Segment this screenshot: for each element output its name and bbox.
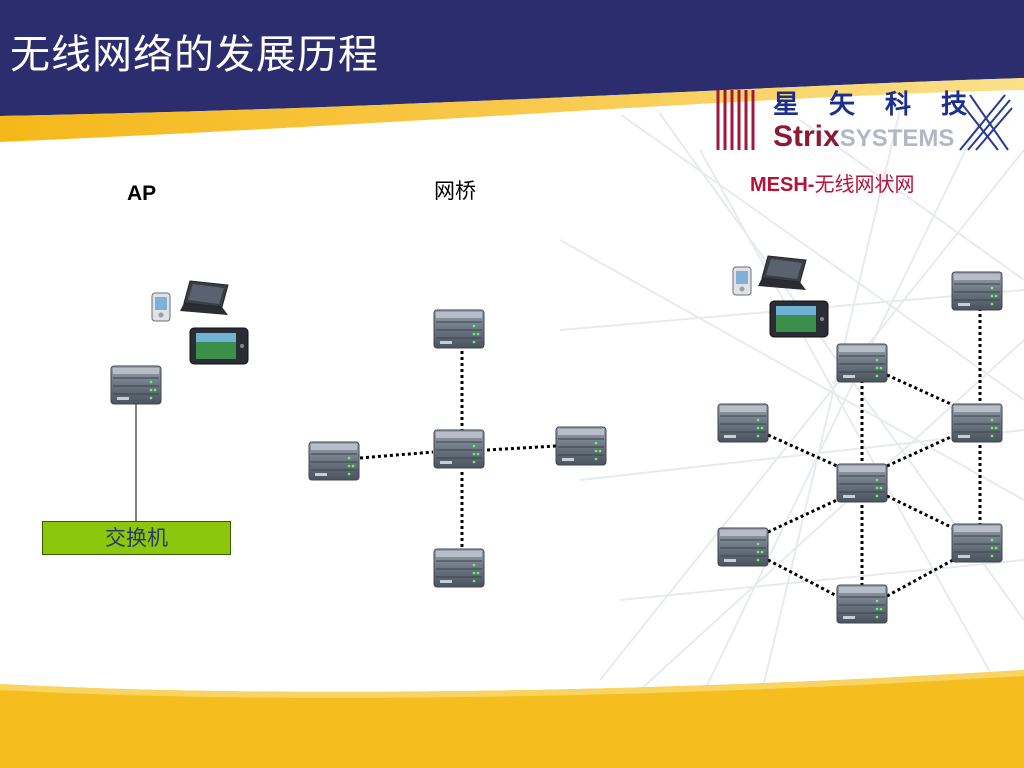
footer-band [0,670,1024,768]
pda-icon [151,292,171,322]
mesh-diagram [717,255,1003,624]
ap-label: AP [127,182,157,205]
router-icon [433,548,485,588]
router-icon [717,403,769,443]
router-icon [951,403,1003,443]
router-icon [836,584,888,624]
mesh-label-cn: 无线网状网 [814,172,915,196]
router-icon [110,365,162,405]
router-icon [951,523,1003,563]
router-icon [836,463,888,503]
mesh-label: MESH-无线网状网 [750,168,914,197]
header-bar [0,0,1024,150]
tablet-icon [769,300,829,338]
router-icon [555,426,607,466]
logo-chinese-name: 星矢科技 [773,90,998,120]
tablet-icon [189,327,249,365]
router-icon [836,343,888,383]
router-icon [433,309,485,349]
bridge-label: 网桥 [434,179,476,203]
logo-brand-strong: Strix [773,120,840,153]
logo-brand-light: SYSTEMS [839,125,955,152]
mesh-label-en: MESH- [750,174,815,196]
logo-brand-name: StrixSYSTEMS [773,120,954,154]
bridge-links [359,345,557,548]
slide-title: 无线网络的发展历程 [10,32,379,78]
laptop-icon [179,280,229,316]
router-icon [717,527,769,567]
router-icon [951,271,1003,311]
strix-logo-emblem [716,90,1013,151]
background-pattern [559,99,1024,701]
switch-box: 交换机 [42,521,231,555]
router-icon [433,429,485,469]
ap-diagram [110,280,249,521]
mesh-links [767,308,982,598]
bridge-diagram [308,309,607,588]
pda-icon [732,266,752,296]
router-icon [308,441,360,481]
